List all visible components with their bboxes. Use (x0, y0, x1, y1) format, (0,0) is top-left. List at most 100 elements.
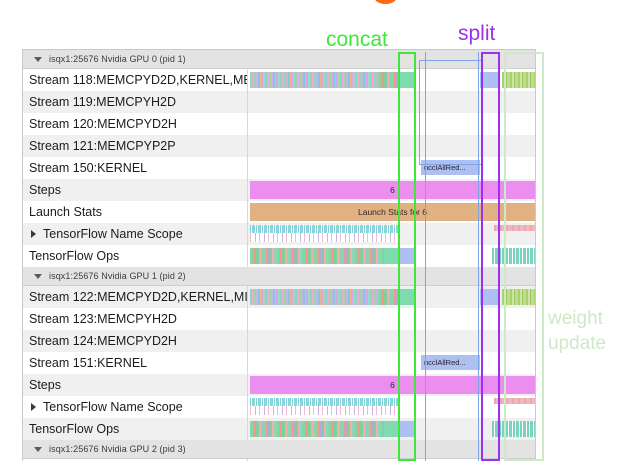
trace-row[interactable]: Steps 6 (23, 179, 535, 201)
steps-bar[interactable]: 6 (250, 181, 535, 199)
trace-rows-container: isqx1:25676 Nvidia GPU 0 (pid 1) Stream 1… (23, 50, 535, 461)
timeline-block (384, 421, 398, 437)
timeline-block (398, 421, 416, 437)
trace-row[interactable]: TensorFlow Name Scope (23, 396, 535, 418)
timeline-block (398, 248, 416, 264)
chevron-down-icon[interactable] (34, 55, 43, 64)
timeline-block (480, 289, 498, 305)
chevron-right-icon[interactable] (31, 230, 36, 238)
trace-row-label: TensorFlow Ops (23, 418, 248, 440)
trace-row-track[interactable] (248, 69, 535, 91)
trace-row[interactable]: TensorFlow Ops (23, 418, 535, 440)
trace-row-track[interactable] (248, 91, 535, 113)
timeline-block (502, 72, 535, 88)
timeline-block (398, 289, 416, 305)
timeline-block (250, 421, 398, 437)
trace-row-label: Steps (23, 179, 248, 201)
trace-row-track[interactable]: ncclAllRed... (248, 157, 535, 179)
trace-row[interactable]: Stream 123:MEMCPYH2D (23, 308, 535, 330)
trace-row-track[interactable] (248, 459, 535, 461)
nccl-allreduce-bar[interactable]: ncclAllRed... (421, 160, 480, 175)
trace-row-label-text: Stream 124:MEMCPYD2H (29, 334, 177, 348)
group-header-2[interactable]: isqx1:25676 Nvidia GPU 2 (pid 3) (23, 440, 535, 459)
chevron-down-icon[interactable] (34, 445, 43, 454)
orange-marker-icon (375, 0, 396, 4)
trace-row-label-text: Steps (29, 378, 61, 392)
steps-bar[interactable]: 6 (250, 376, 535, 394)
trace-row-label: Stream 123:MEMCPYH2D (23, 308, 248, 330)
trace-row-label: Launch Stats (23, 201, 248, 223)
timeline-block (492, 421, 535, 437)
trace-row-label-text: TensorFlow Ops (29, 249, 120, 263)
trace-row[interactable]: Stream 151:KERNEL ncclAllRed... (23, 352, 535, 374)
trace-row[interactable]: TensorFlow Name Scope (23, 223, 535, 245)
trace-row-track[interactable] (248, 223, 535, 245)
trace-row-label: TensorFlow Ops (23, 245, 248, 267)
trace-row[interactable]: Stream 120:MEMCPYD2H (23, 113, 535, 135)
trace-row-label-text: Stream 151:KERNEL (29, 356, 148, 370)
timeline-block (250, 233, 398, 242)
trace-row-label-text: Launch Stats (29, 205, 102, 219)
chevron-right-icon[interactable] (31, 403, 36, 411)
trace-row[interactable]: Stream 118:MEMCPYD2D,KERNEL,ME (23, 69, 535, 91)
trace-row-label: Stream 151:KERNEL (23, 352, 248, 374)
trace-row[interactable]: Launch Stats Launch Stats for 6 (23, 201, 535, 223)
trace-row-label: Stream 118:MEMCPYD2D,KERNEL,ME (23, 69, 248, 91)
trace-row-track[interactable] (248, 113, 535, 135)
trace-row-track[interactable] (248, 308, 535, 330)
timeline-block (384, 248, 398, 264)
trace-viewer-panel[interactable]: isqx1:25676 Nvidia GPU 0 (pid 1) Stream 1… (22, 49, 536, 461)
trace-row-track[interactable]: Launch Stats for 6 (248, 201, 535, 223)
trace-row-label: Stream 150:KERNEL (23, 157, 248, 179)
timeline-block (494, 398, 535, 404)
trace-row[interactable]: Stream 150:KERNEL ncclAllRed... (23, 157, 535, 179)
trace-row[interactable]: Steps 6 (23, 374, 535, 396)
timeline-block (398, 72, 416, 88)
timeline-block (502, 289, 535, 305)
group-header-label: isqx1:25676 Nvidia GPU 2 (pid 3) (49, 444, 186, 454)
annotation-weight-update-line2: update (548, 333, 607, 354)
chevron-down-icon[interactable] (34, 272, 43, 281)
trace-row-label: Stream 119:MEMCPYH2D (23, 91, 248, 113)
group-header-label: isqx1:25676 Nvidia GPU 0 (pid 1) (49, 54, 186, 64)
trace-row-label-text: Stream 122:MEMCPYD2D,KERNEL,MI (29, 290, 248, 304)
trace-row-label: Stream 126:MEMCPYD2D,KERNEL,MI (23, 459, 248, 461)
trace-row[interactable]: Stream 122:MEMCPYD2D,KERNEL,MI (23, 286, 535, 308)
trace-row-label-text: TensorFlow Name Scope (43, 227, 183, 241)
timeline-block (250, 225, 398, 233)
group-header-0[interactable]: isqx1:25676 Nvidia GPU 0 (pid 1) (23, 50, 535, 69)
group-header-1[interactable]: isqx1:25676 Nvidia GPU 1 (pid 2) (23, 267, 535, 286)
timeline-block (250, 289, 398, 305)
trace-row-label: Stream 121:MEMCPYP2P (23, 135, 248, 157)
trace-row-label-text: TensorFlow Name Scope (43, 400, 183, 414)
trace-row[interactable]: Stream 124:MEMCPYD2H (23, 330, 535, 352)
launch-stats-bar[interactable]: Launch Stats for 6 (250, 203, 535, 221)
trace-row[interactable]: Stream 126:MEMCPYD2D,KERNEL,MI (23, 459, 535, 461)
trace-row-label: Steps (23, 374, 248, 396)
trace-row-label-text: Steps (29, 183, 61, 197)
trace-row-track[interactable] (248, 135, 535, 157)
trace-row[interactable]: Stream 121:MEMCPYP2P (23, 135, 535, 157)
annotation-split: split (458, 22, 496, 45)
trace-row-label-text: Stream 121:MEMCPYP2P (29, 139, 176, 153)
trace-row-track[interactable] (248, 418, 535, 440)
trace-row-track[interactable] (248, 286, 535, 308)
trace-row-track[interactable]: 6 (248, 374, 535, 396)
trace-row-label-text: Stream 118:MEMCPYD2D,KERNEL,ME (29, 73, 248, 87)
trace-row-label-text: Stream 120:MEMCPYD2H (29, 117, 177, 131)
trace-row-track[interactable] (248, 245, 535, 267)
trace-row[interactable]: Stream 119:MEMCPYH2D (23, 91, 535, 113)
annotation-weight-update: weight update (548, 306, 606, 356)
trace-row-label-text: Stream 123:MEMCPYH2D (29, 312, 177, 326)
trace-row-track[interactable]: 6 (248, 179, 535, 201)
nccl-allreduce-bar[interactable]: ncclAllRed... (421, 355, 480, 370)
timeline-block (480, 72, 498, 88)
trace-row-label: TensorFlow Name Scope (23, 223, 248, 245)
trace-row-track[interactable]: ncclAllRed... (248, 352, 535, 374)
trace-row-label: Stream 124:MEMCPYD2H (23, 330, 248, 352)
trace-row[interactable]: TensorFlow Ops (23, 245, 535, 267)
trace-row-track[interactable] (248, 330, 535, 352)
timeline-block (250, 398, 398, 406)
trace-row-track[interactable] (248, 396, 535, 418)
